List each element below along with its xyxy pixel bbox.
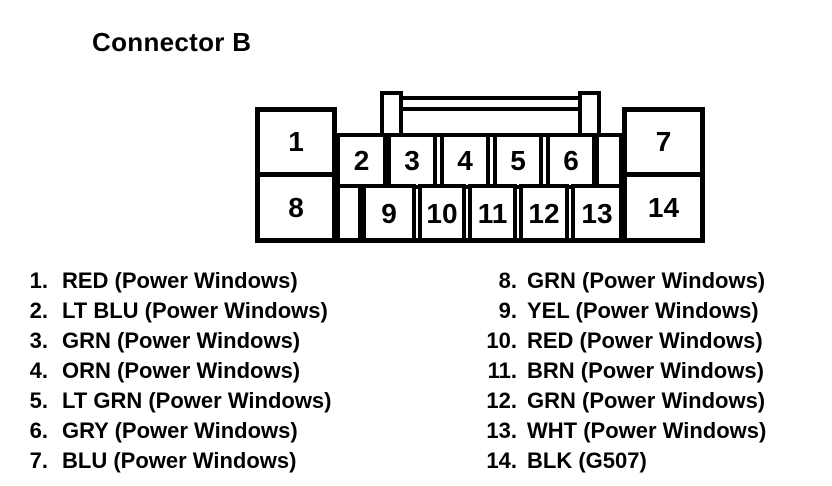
legend-wire-label: LT GRN (Power Windows) — [62, 388, 332, 413]
legend-item-8: 8. GRN (Power Windows) — [470, 266, 766, 296]
legend-item-12: 12. GRN (Power Windows) — [470, 386, 765, 416]
legend-wire-label: YEL (Power Windows) — [527, 298, 759, 323]
pin-number: 1 — [288, 126, 304, 157]
pin-number: 13 — [581, 197, 613, 229]
legend-pin-number: 12. — [486, 388, 517, 413]
legend-pin-number: 1. — [29, 268, 48, 293]
legend-pin-number: 4. — [29, 358, 48, 383]
pin-cell-5: 5 — [493, 133, 543, 189]
legend-pin-number: 11. — [487, 358, 517, 383]
pin-cell-1: 1 — [255, 107, 337, 177]
pin-number: 12 — [528, 197, 560, 229]
legend-wire-label: BLU (Power Windows) — [62, 448, 297, 473]
pin-number: 8 — [288, 191, 304, 223]
legend-pin-number: 8. — [498, 268, 517, 293]
pin-cell-10: 10 — [418, 184, 466, 243]
pin-cell-3: 3 — [387, 133, 437, 189]
pin-number: 3 — [404, 145, 420, 176]
pin-cell-4: 4 — [440, 133, 490, 189]
legend-wire-label: RED (Power Windows) — [62, 268, 298, 293]
legend-pin-number: 14. — [486, 448, 517, 473]
legend-item-6: 6. GRY (Power Windows) — [10, 416, 298, 446]
pin-cell-2: 2 — [336, 133, 387, 189]
pin-number: 7 — [655, 126, 672, 157]
pin-number: 6 — [563, 145, 579, 176]
legend-wire-label: GRN (Power Windows) — [527, 388, 766, 413]
legend-wire-label: BRN (Power Windows) — [527, 358, 764, 383]
pin-number: 10 — [426, 197, 458, 229]
legend-item-9: 9. YEL (Power Windows) — [470, 296, 759, 326]
legend-item-11: 11. BRN (Power Windows) — [470, 356, 764, 386]
legend-wire-label: ORN (Power Windows) — [62, 358, 301, 383]
legend-pin-number: 2. — [29, 298, 48, 323]
pin-number: 11 — [477, 197, 508, 229]
legend-wire-label: WHT (Power Windows) — [527, 418, 767, 443]
legend-pin-number: 7. — [29, 448, 48, 473]
legend-item-7: 7. BLU (Power Windows) — [10, 446, 297, 476]
latch-post-left — [380, 91, 403, 138]
legend-wire-label: RED (Power Windows) — [527, 328, 763, 353]
pin-cell-12: 12 — [519, 184, 569, 243]
legend-pin-number: 13. — [486, 418, 517, 443]
pin-cell-9: 9 — [362, 184, 416, 243]
legend-item-2: 2. LT BLU (Power Windows) — [10, 296, 328, 326]
pin-number: 14 — [647, 191, 680, 223]
pin-number: 5 — [510, 145, 526, 176]
legend-item-13: 13. WHT (Power Windows) — [470, 416, 766, 446]
legend-item-5: 5. LT GRN (Power Windows) — [10, 386, 332, 416]
pin-number: 9 — [381, 197, 397, 229]
blank-cell-bottom — [336, 184, 362, 243]
legend-pin-number: 5. — [29, 388, 48, 413]
legend-item-4: 4. ORN (Power Windows) — [10, 356, 301, 386]
pin-cell-7: 7 — [622, 107, 705, 177]
pin-number: 2 — [353, 145, 370, 176]
legend-item-10: 10. RED (Power Windows) — [470, 326, 763, 356]
page-title: Connector B — [92, 27, 252, 57]
latch-post-right — [578, 91, 601, 138]
connector-bottom-edge-line — [255, 238, 705, 243]
legend-pin-number: 9. — [498, 298, 517, 323]
pin-number: 4 — [457, 145, 473, 176]
legend-wire-label: GRY (Power Windows) — [62, 418, 298, 443]
pin-cell-13: 13 — [571, 184, 623, 243]
legend-wire-label: GRN (Power Windows) — [527, 268, 766, 293]
blank-cell-top — [595, 133, 623, 189]
pin-cell-14: 14 — [622, 172, 705, 243]
pin-cell-6: 6 — [546, 133, 596, 189]
pin-cell-11: 11 — [468, 184, 517, 243]
legend-wire-label: BLK (G507) — [527, 448, 647, 473]
legend-pin-number: 6. — [29, 418, 48, 443]
legend-item-3: 3. GRN (Power Windows) — [10, 326, 301, 356]
legend-item-14: 14. BLK (G507) — [470, 446, 647, 476]
pin-cell-8: 8 — [255, 172, 337, 243]
legend-pin-number: 3. — [29, 328, 48, 353]
latch-bar — [394, 96, 590, 111]
legend-wire-label: GRN (Power Windows) — [62, 328, 301, 353]
legend-pin-number: 10. — [486, 328, 517, 353]
legend-item-1: 1. RED (Power Windows) — [10, 266, 298, 296]
legend-wire-label: LT BLU (Power Windows) — [62, 298, 328, 323]
